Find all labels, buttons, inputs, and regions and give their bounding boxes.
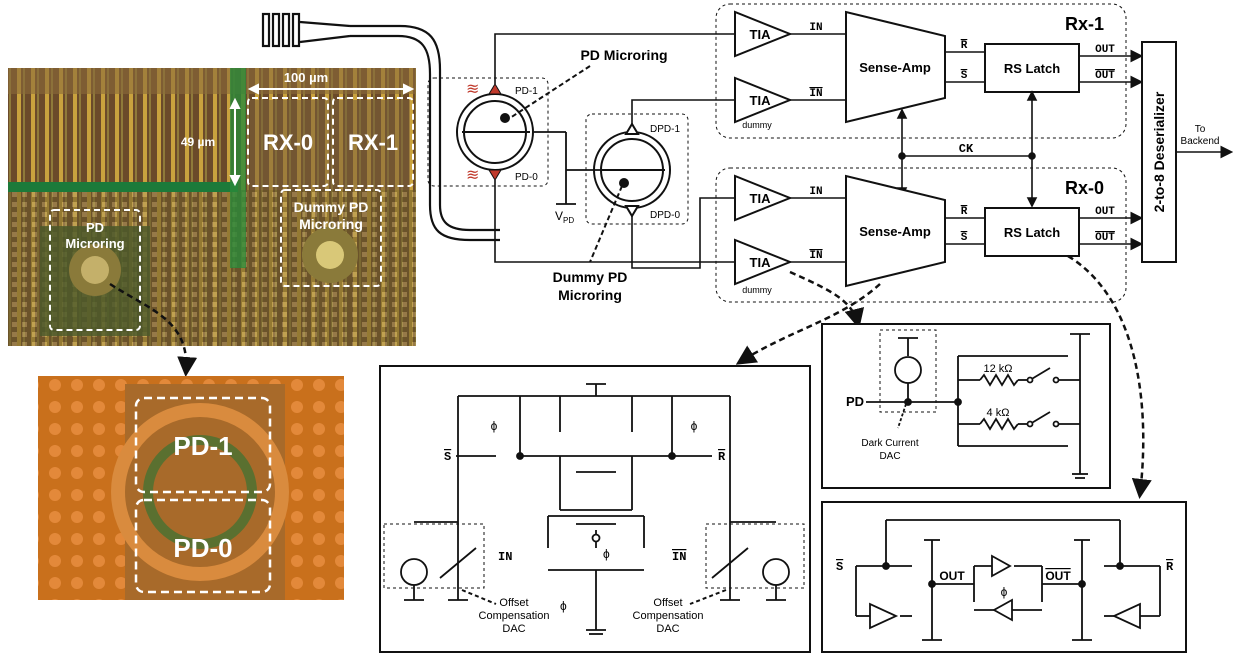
- sa-offset-right-line2: Compensation: [633, 610, 704, 622]
- sa-phi-tail: ϕ: [603, 547, 610, 561]
- zoom-pd1-label: PD-1: [173, 431, 232, 461]
- rx1-dummy-label: dummy: [742, 120, 772, 130]
- rx1-sb-label: S: [961, 70, 968, 82]
- pd-wiring: [495, 34, 735, 268]
- rx0-sb-label: S: [961, 232, 968, 244]
- rx0-tia-dummy-label: TIA: [750, 255, 772, 270]
- pd-label-line1: PD: [86, 220, 104, 235]
- latch-rb-label: R: [1166, 560, 1174, 574]
- rx0-in-label: IN: [809, 186, 822, 198]
- light-wave-icon: ≋: [466, 167, 479, 184]
- ck-label: CK: [959, 142, 974, 156]
- latch-outb-label: OUT: [1045, 569, 1071, 583]
- latch-phi-label: ϕ: [1001, 585, 1008, 599]
- rx0-dummy-label: dummy: [742, 285, 772, 295]
- rx0-tia-label: TIA: [750, 191, 772, 206]
- sa-inb-label: IN: [672, 550, 686, 564]
- rx1-outb-label: OUT: [1095, 70, 1115, 82]
- width-dimension: 100 µm: [284, 70, 328, 85]
- rx1-in-label: IN: [809, 22, 822, 34]
- backend-label-line2: Backend: [1181, 136, 1220, 147]
- tia-pd-label: PD: [846, 394, 864, 409]
- backend-label-line1: To: [1195, 124, 1206, 135]
- dummy-microring-title-line2: Microring: [558, 287, 622, 303]
- pd-microring-title: PD Microring: [580, 47, 667, 63]
- pd1-label: PD-1: [515, 86, 538, 97]
- dummy-microring-title-line1: Dummy PD: [553, 269, 628, 285]
- rx0-label: RX-0: [263, 130, 313, 155]
- tia-r2-label: 4 kΩ: [987, 407, 1010, 419]
- dummy-pd-label-line2: Microring: [299, 216, 363, 232]
- sa-phi-left: ϕ: [491, 419, 498, 433]
- rx1-inb-label: IN: [809, 88, 822, 100]
- height-dimension: 49 µm: [181, 135, 215, 149]
- pd0-label: PD-0: [515, 172, 538, 183]
- rx0-sense-amp-label: Sense-Amp: [859, 224, 931, 239]
- rx0-latch-label: RS Latch: [1004, 225, 1060, 240]
- sa-sb-label: S: [444, 450, 451, 464]
- sa-offset-left-line3: DAC: [502, 623, 525, 635]
- rx1-rb-label: R: [961, 40, 968, 52]
- pd0-diode-icon: [489, 170, 501, 180]
- rx1-out-label: OUT: [1095, 44, 1115, 56]
- sa-in-label: IN: [498, 550, 512, 564]
- tia-r1-label: 12 kΩ: [983, 363, 1012, 375]
- vpd-label: VPD: [555, 209, 574, 225]
- pd-label-line2: Microring: [65, 236, 124, 251]
- sa-phi-bottom: ϕ: [560, 599, 567, 613]
- latch-schematic: [822, 502, 1186, 652]
- dummy-microring: [594, 124, 670, 216]
- rx1-tia-label: TIA: [750, 27, 772, 42]
- dummy-pd-label-line1: Dummy PD: [294, 199, 369, 215]
- tia-schematic: [822, 324, 1110, 488]
- rx1-latch-label: RS Latch: [1004, 61, 1060, 76]
- rx1-title: Rx-1: [1065, 14, 1104, 34]
- rx1-sense-amp-label: Sense-Amp: [859, 60, 931, 75]
- sa-offset-left-line2: Compensation: [479, 610, 550, 622]
- zoomed-pd-photo: [38, 376, 344, 600]
- deserializer-label: 2-to-8 Deserializer: [1151, 91, 1167, 212]
- sa-offset-right-line3: DAC: [656, 623, 679, 635]
- rx0-inb-label: IN: [809, 250, 822, 262]
- latch-out-label: OUT: [939, 569, 965, 583]
- sense-amp-schematic: [380, 366, 810, 652]
- dpd1-label: DPD-1: [650, 124, 680, 135]
- sa-offset-right-line1: Offset: [653, 597, 682, 609]
- latch-sb-label: S: [836, 560, 843, 574]
- rx0-out-label: OUT: [1095, 206, 1115, 218]
- tia-dark-dac-line2: DAC: [879, 451, 900, 462]
- pd-microring: [457, 94, 533, 170]
- rx0-outb-label: OUT: [1095, 232, 1115, 244]
- sa-phi-right: ϕ: [691, 419, 698, 433]
- rx0-rb-label: R: [961, 206, 968, 218]
- dpd0-label: DPD-0: [650, 210, 680, 221]
- zoom-pd0-label: PD-0: [173, 533, 232, 563]
- rx1-tia-dummy-label: TIA: [750, 93, 772, 108]
- vpd-node: [534, 132, 600, 204]
- sa-offset-left-line1: Offset: [499, 597, 528, 609]
- sa-rb-label: R: [718, 450, 726, 464]
- light-wave-icon: ≋: [466, 81, 479, 98]
- rx0-title: Rx-0: [1065, 178, 1104, 198]
- rx1-label: RX-1: [348, 130, 398, 155]
- tia-dark-dac-line1: Dark Current: [861, 438, 918, 449]
- pd1-diode-icon: [489, 84, 501, 94]
